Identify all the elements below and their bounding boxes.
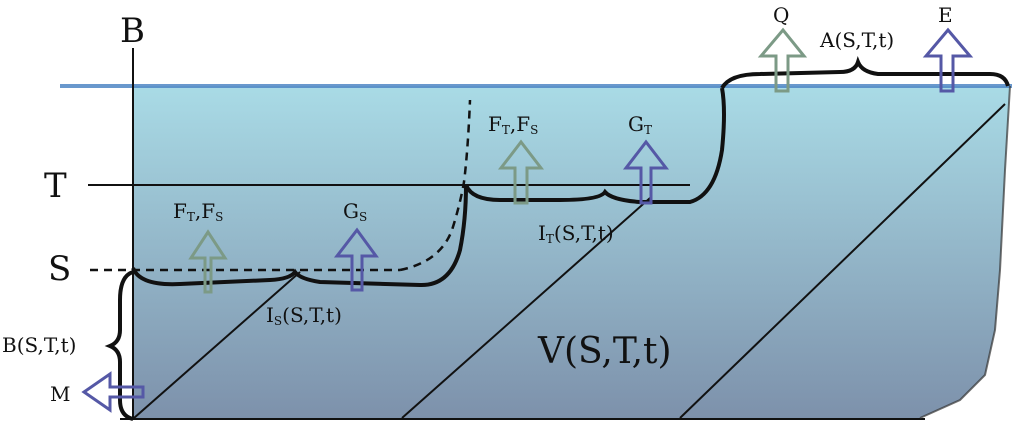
- b-axis-label: B: [120, 11, 145, 51]
- arrow-up-outline-blue-icon: [333, 227, 379, 292]
- it-brace: [464, 87, 726, 204]
- diagonal-line-2: [401, 197, 651, 419]
- a-label: A(S,T,t): [819, 28, 894, 52]
- b-brace: [104, 270, 134, 421]
- is-brace: [131, 184, 468, 288]
- m-label: M: [50, 382, 70, 406]
- right-wall-edge: [919, 85, 1011, 419]
- arrow-up-outline-green-icon: [497, 139, 545, 205]
- gt-label: GT: [628, 112, 652, 137]
- b-brace-label: B(S,T,t): [2, 333, 76, 357]
- water-surface: [60, 84, 1012, 88]
- diagonal-line-3: [679, 103, 1006, 419]
- arrow-up-outline-green-icon: [757, 27, 808, 93]
- it-label: IT(S,T,t): [538, 221, 614, 246]
- water-body: [133, 86, 1010, 418]
- ft-fs-upper-label: FT,FS: [488, 112, 538, 137]
- v-label: V(S,T,t): [537, 331, 672, 372]
- s-axis-label: S: [48, 249, 71, 289]
- s-dashed-curve: [399, 99, 472, 272]
- gs-label: GS: [343, 199, 367, 224]
- arrow-left-outline-blue-icon: [81, 371, 145, 413]
- arrow-up-outline-blue-icon: [922, 27, 974, 93]
- t-axis-label: T: [44, 166, 67, 206]
- diagonal-line-1: [133, 271, 301, 419]
- is-label: IS(S,T,t): [266, 303, 342, 328]
- q-label: Q: [773, 3, 789, 27]
- ft-fs-lower-label: FT,FS: [173, 199, 223, 224]
- arrow-up-outline-green-icon: [188, 229, 228, 294]
- a-brace: [720, 55, 1010, 90]
- arrow-up-outline-blue-icon: [622, 139, 670, 205]
- e-label: E: [938, 3, 953, 27]
